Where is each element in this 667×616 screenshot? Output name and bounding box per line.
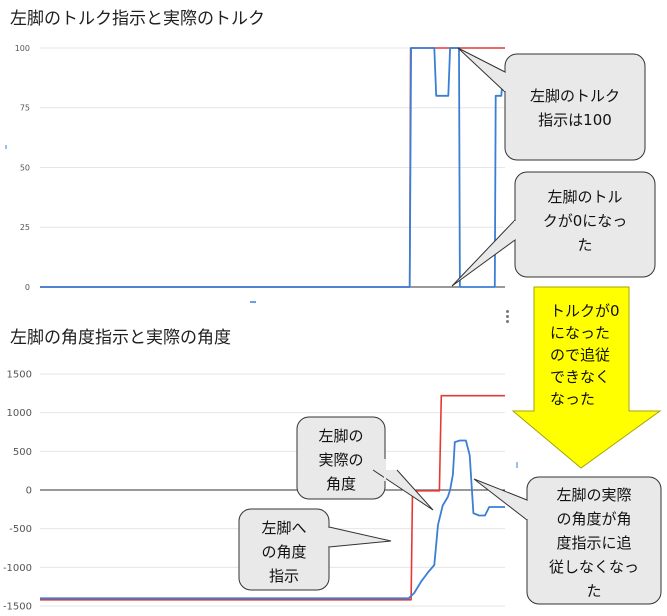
callout-torque-command-box [504,53,646,161]
callout-not-following-line-0: 左脚の実際 [556,486,631,504]
chart2-series-1-line [40,439,505,600]
arrow-text-line-3: できなく [550,368,610,386]
arrow-text-line-0: トルクが0 [550,302,620,320]
callout-not-following-pointer [473,478,528,521]
arrow-text-line-2: ので追従 [550,346,610,364]
chart1-ytick-4: 100 [15,44,30,53]
chart2-ytick-3: 0 [26,486,32,497]
callout-actual-angle-line-2: 角度 [326,475,356,493]
callout-angle-command-line-2: 指示 [269,567,299,585]
more-menu-icon-dot2 [506,315,509,318]
callout-actual-angle-line-1: 実際の [318,451,363,469]
callout-torque-zero-line-1: クが0になっ [543,212,628,230]
callout-not-following-line-2: 度指示に追 [556,534,631,552]
chart1-ytick-3: 75 [20,104,30,113]
more-menu-icon-dot3 [506,320,509,323]
chart2-title: 左脚の角度指示と実際の角度 [10,328,231,348]
callout-actual-angle-line-0: 左脚の [318,427,363,445]
callout-torque-command-line-1: 指示は100 [538,111,612,129]
arrow-text-line-1: になった [550,324,610,342]
chart2-ytick-5: 1000 [7,408,32,419]
callout-angle-command-box [238,508,330,591]
chart2-ytick-0: -1500 [3,602,32,613]
callout-torque-command-line-0: 左脚のトルク [530,87,620,105]
callout-not-following-box [526,476,662,605]
chart1-title: 左脚のトルク指示と実際のトルク [10,9,265,29]
callout-angle-command-line-0: 左脚へ [261,519,306,537]
callout-torque-zero-line-0: 左脚のトル [547,188,622,206]
callout-actual-angle-box [296,416,386,500]
chart1-ytick-0: 0 [25,283,30,292]
callout-torque-zero-line-2: た [577,236,592,254]
callout-torque-zero-pointer [451,219,516,287]
callout-angle-command-pointer [328,526,392,548]
callout-not-following-line-3: 従しなくなっ [549,558,639,576]
callout-torque-command-pointer [457,47,506,93]
yellow-down-arrow [511,286,662,469]
chart2-series-0-line [40,394,505,601]
chart1-ytick-2: 50 [20,163,30,172]
callout-not-following-line-1: の角度が角 [556,510,631,528]
callout-angle-command-line-1: の角度 [261,543,306,561]
arrow-text-line-4: なった [550,390,595,408]
chart2-ytick-6: 1500 [7,370,32,381]
callout-actual-angle-pointer [372,469,434,511]
callout-not-following-line-4: た [586,582,601,600]
chart1-ytick-1: 25 [20,223,30,232]
chart2-ytick-4: 500 [13,447,32,458]
chart1-series-1-line [40,47,505,288]
chart2-ytick-1: -1000 [3,563,32,574]
more-menu-icon[interactable] [506,310,509,313]
chart2-ytick-2: -500 [9,524,32,535]
